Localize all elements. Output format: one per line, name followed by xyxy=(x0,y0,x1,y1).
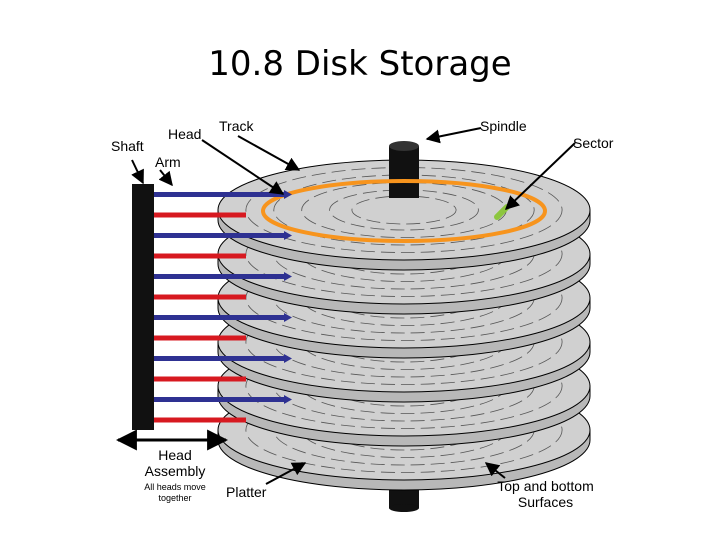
platter-pointer xyxy=(265,462,307,485)
spindle-top-cap xyxy=(389,141,419,151)
read-write-head xyxy=(284,231,292,240)
arm-lower xyxy=(154,335,246,341)
head-label: Head xyxy=(168,126,202,142)
page-title: 10.8 Disk Storage xyxy=(208,44,512,84)
arm-upper xyxy=(154,233,286,238)
arm-pointer xyxy=(158,169,173,187)
spindle-bottom-cap xyxy=(389,504,419,512)
arm-lower xyxy=(154,253,246,259)
arm-lower xyxy=(154,376,246,382)
shaft xyxy=(132,184,154,430)
arm-upper xyxy=(154,192,286,197)
read-write-head xyxy=(284,354,292,363)
arm-label: Arm xyxy=(155,154,181,170)
sector-label: Sector xyxy=(573,135,614,151)
sector-pointer xyxy=(504,142,576,210)
read-write-head xyxy=(284,272,292,281)
surfaces-label: Top and bottom Surfaces xyxy=(497,478,594,510)
surfaces-pointer xyxy=(484,462,506,479)
arm-upper xyxy=(154,274,286,279)
read-write-head xyxy=(284,190,292,199)
platter-label: Platter xyxy=(226,484,267,500)
platter-stack xyxy=(217,159,591,491)
read-write-head xyxy=(284,395,292,404)
spindle-top xyxy=(389,146,419,198)
shaft-label: Shaft xyxy=(111,138,144,154)
heads-move-note: All heads move together xyxy=(144,482,206,503)
head-pointer xyxy=(201,139,285,195)
arm-stack xyxy=(154,190,292,423)
spindle-pointer xyxy=(425,127,482,144)
arm-lower xyxy=(154,294,246,300)
head-assembly-label: Head Assembly xyxy=(144,447,206,479)
track-ring xyxy=(261,179,547,243)
arm-lower xyxy=(154,417,246,423)
arm-upper xyxy=(154,315,286,320)
read-write-head xyxy=(284,313,292,322)
track-label: Track xyxy=(219,118,254,134)
arm-lower xyxy=(154,212,246,218)
arm-upper xyxy=(154,356,286,361)
spindle-label: Spindle xyxy=(480,118,527,134)
arm-upper xyxy=(154,397,286,402)
track-pointer xyxy=(237,135,301,171)
shaft-pointer xyxy=(131,159,144,185)
